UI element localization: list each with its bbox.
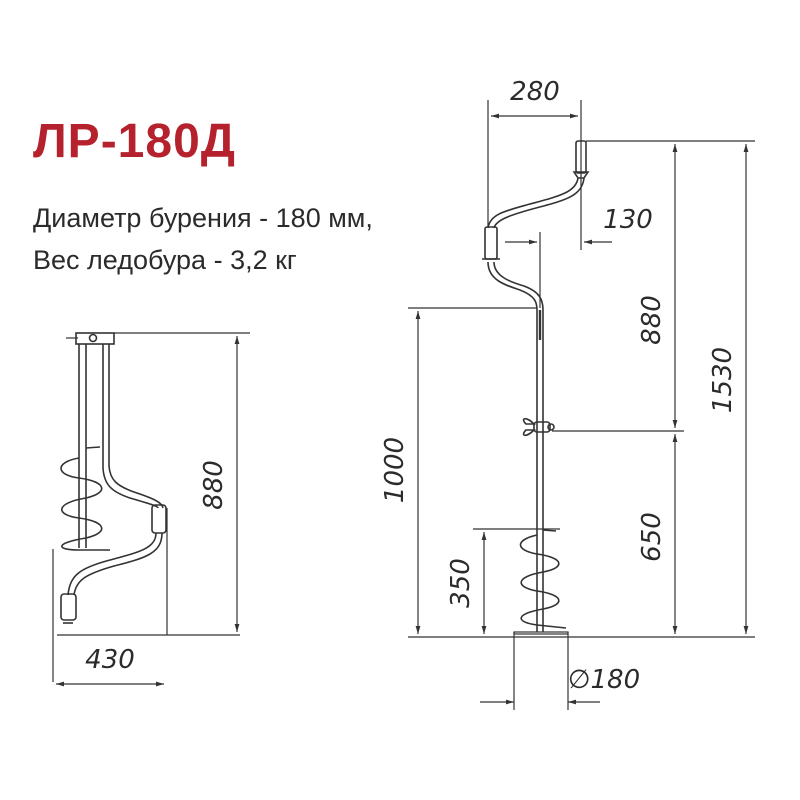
folded-auger-view: 880 430 [52,332,250,687]
model-title: ЛР-180Д [33,115,236,168]
auger-length-label: 350 [446,558,476,608]
auger-helix [519,529,567,629]
assembled-auger-view: 280 130 880 1530 1000 650 350 ∅180 [380,77,755,710]
lower-section-label: 650 [637,512,667,562]
handle-offset-label: 130 [603,205,653,235]
handle-width-label: 280 [510,77,560,107]
drilling-diameter-spec: Диаметр бурения - 180 мм, [33,203,373,233]
middle-grip [151,504,167,534]
wing-nut-clamp [522,417,555,437]
auger-weight-spec: Вес ледобура - 3,2 кг [33,245,297,275]
total-height-label: 1530 [708,347,738,413]
folded-width-label: 430 [85,645,135,675]
middle-handle-grip [484,226,498,260]
upper-section-label: 880 [637,295,667,345]
shaft-length-label: 1000 [380,437,410,503]
drill-diameter-label: ∅180 [568,665,640,695]
folded-helix [60,446,110,551]
folded-height-label: 880 [199,460,229,510]
bottom-grip [60,593,77,621]
